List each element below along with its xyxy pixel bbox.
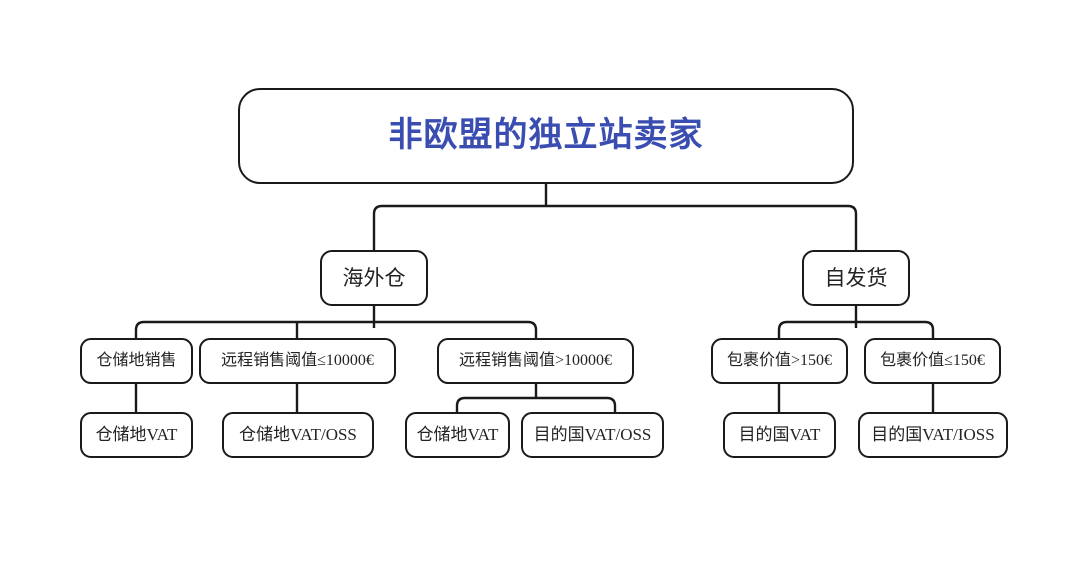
node-distance-sales-threshold-over-label: 远程销售阈值>10000€ [458, 351, 613, 369]
leaf-destination-vat[interactable]: 目的国VAT [723, 412, 836, 458]
wire-over-bus [455, 396, 617, 412]
node-overseas-warehouse-label: 海外仓 [342, 265, 406, 290]
leaf-storage-vat-2[interactable]: 仓储地VAT [405, 412, 510, 458]
node-distance-sales-threshold-under[interactable]: 远程销售阈值≤10000€ [199, 338, 396, 384]
node-distance-sales-threshold-under-label: 远程销售阈值≤10000€ [221, 351, 374, 369]
node-self-shipping[interactable]: 自发货 [802, 250, 910, 306]
leaf-destination-vat-oss-label: 目的国VAT/OSS [533, 425, 652, 445]
node-parcel-value-over-label: 包裹价值>150€ [726, 351, 833, 369]
node-storage-location-sale[interactable]: 仓储地销售 [80, 338, 193, 384]
wire-selfship-bus [777, 320, 935, 338]
node-storage-location-sale-label: 仓储地销售 [96, 351, 177, 369]
wire-warehouse-bus [134, 320, 538, 338]
leaf-storage-vat[interactable]: 仓储地VAT [80, 412, 193, 458]
node-overseas-warehouse[interactable]: 海外仓 [320, 250, 428, 306]
root-node[interactable]: 非欧盟的独立站卖家 [238, 88, 854, 184]
leaf-storage-vat-oss[interactable]: 仓储地VAT/OSS [222, 412, 374, 458]
leaf-storage-vat-2-label: 仓储地VAT [416, 425, 499, 445]
leaf-destination-vat-ioss[interactable]: 目的国VAT/IOSS [858, 412, 1008, 458]
wire-root-to-level2 [372, 204, 858, 250]
node-parcel-value-under-label: 包裹价值≤150€ [880, 351, 985, 369]
node-self-shipping-label: 自发货 [824, 265, 888, 290]
root-node-label: 非欧盟的独立站卖家 [388, 116, 704, 155]
node-distance-sales-threshold-over[interactable]: 远程销售阈值>10000€ [437, 338, 634, 384]
node-parcel-value-over[interactable]: 包裹价值>150€ [711, 338, 848, 384]
node-parcel-value-under[interactable]: 包裹价值≤150€ [864, 338, 1001, 384]
leaf-storage-vat-oss-label: 仓储地VAT/OSS [239, 425, 357, 445]
leaf-destination-vat-ioss-label: 目的国VAT/IOSS [871, 425, 995, 445]
leaf-destination-vat-oss[interactable]: 目的国VAT/OSS [521, 412, 664, 458]
leaf-destination-vat-label: 目的国VAT [738, 425, 821, 445]
leaf-storage-vat-label: 仓储地VAT [95, 425, 178, 445]
